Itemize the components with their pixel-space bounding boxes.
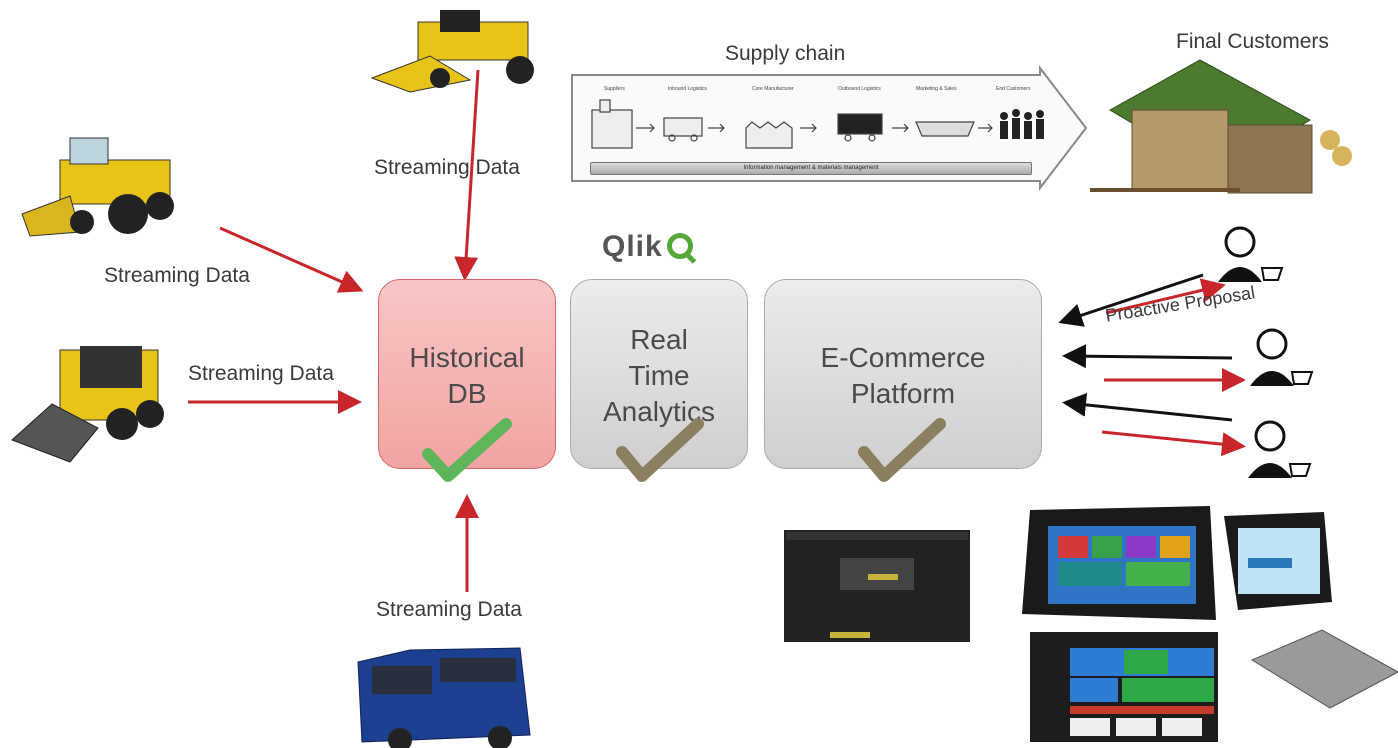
skid-steer-loader-image [11,346,164,463]
box-label-line: DB [447,378,487,409]
supply-chain-step: Outbound Logistics [838,86,881,92]
small-tablet-image [1224,512,1332,610]
streaming-label-left-upper: Streaming Data [104,264,250,287]
supply-chain-step: Marketing & Sales [916,86,957,92]
arrow-customer1-to-platform [1058,273,1204,327]
e-commerce-platform-box: E-Commerce Platform [764,279,1042,469]
box-label-line: Real [630,324,688,355]
box-label-line: E-Commerce [820,342,986,373]
supply-chain-step: Suppliers [604,86,625,92]
streaming-label-bottom: Streaming Data [376,598,522,621]
qlik-logo: Qlik [602,230,693,264]
supply-chain-arrow [571,65,1088,191]
combine-harvester-image [370,10,534,93]
box-label-line: Platform [850,378,956,409]
login-screen-image [784,530,970,642]
final-customers-label: Final Customers [1176,30,1329,53]
supply-chain-step: End Customers [996,86,1031,92]
qlik-q-icon [666,233,693,259]
supply-chain-step: Inbound Logistics [668,86,707,92]
olive-check-icon [858,418,946,482]
arrow-harvester-to-db [454,69,480,281]
customer-icon-3 [1248,420,1312,478]
customer-icon-2 [1250,328,1314,386]
keyboard-dock-image [1250,629,1398,709]
forage-harvester-image [21,137,174,237]
supply-chain-info-bar: Information management & materials manag… [590,162,1032,175]
supply-chain-pictograms [591,99,993,149]
arrow-customer2-to-platform [1062,344,1233,369]
arrow-proposal-to-customer1 [1105,278,1226,315]
arrow-forage-to-db [219,226,364,293]
arrow-platform-to-customer3 [1101,430,1246,457]
minibus-image [357,647,531,748]
olive-check-icon [616,418,704,482]
streaming-label-top: Streaming Data [374,156,520,179]
qlik-wordmark: Qlik [602,230,663,263]
arrow-customer3-to-platform [1062,392,1233,422]
green-check-icon [422,418,512,482]
historical-db-box: Historical DB [378,279,556,469]
farm-barn-image [1090,59,1352,194]
people-pictogram [1000,109,1044,139]
supply-chain-step: Core Manufacturer [752,86,794,92]
streaming-label-left-lower: Streaming Data [188,362,334,385]
tablet-image [1022,506,1216,620]
box-label-line: Historical [409,342,525,373]
dashboard-screen-image [1030,632,1218,742]
supply-chain-title: Supply chain [725,42,846,65]
box-label-line: Time [628,360,690,391]
real-time-analytics-box: Real Time Analytics [570,279,748,469]
customer-icon-1 [1218,226,1284,282]
